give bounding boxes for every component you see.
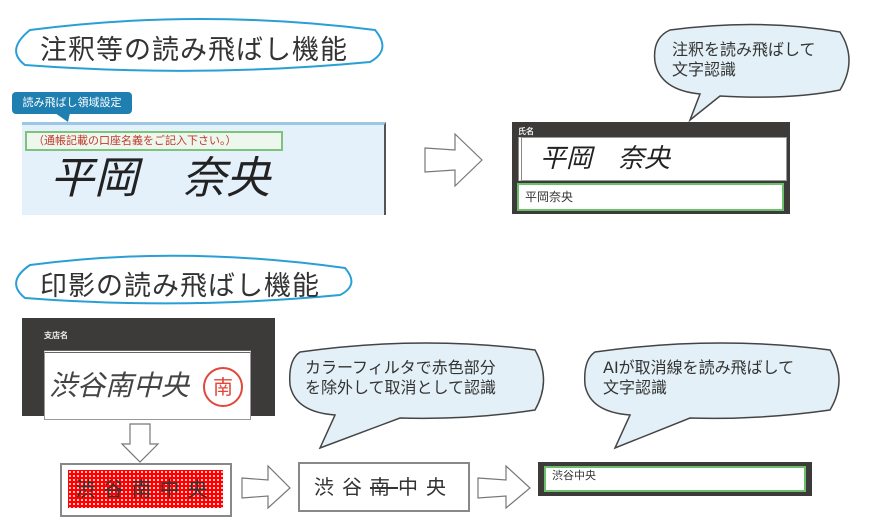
form-annotation-note: （通帳記載の口座名義をご記入下さい。） [25, 131, 283, 151]
callout-text-filter: カラーフィルタで赤色部分 を除外して取消として認識 [305, 358, 496, 398]
callout-line: 注釈を読み飛ばして [672, 40, 816, 59]
callout-bubble-1 [653, 23, 850, 123]
recognized-branch-field[interactable]: 渋谷中央 [544, 466, 806, 492]
cancel-result-box: 渋谷南中央 [298, 462, 470, 512]
handwritten-name: 平岡 奈央 [50, 153, 270, 204]
text-part: 中央 [398, 475, 454, 499]
callout-line: カラーフィルタで赤色部分 [305, 358, 496, 377]
callout-text-ai: AIが取消線を読み飛ばして 文字認識 [603, 358, 794, 398]
title-ellipse-1 [15, 18, 384, 72]
recognized-name-field[interactable]: 平岡奈央 [517, 183, 784, 211]
skip-area-setting-tag[interactable]: 読み飛ばし領域設定 [12, 92, 132, 114]
callout-bubble-2 [288, 342, 545, 450]
callout-text-1: 注釈を読み飛ばして 文字認識 [672, 40, 816, 80]
handwritten-name: 平岡 奈央 [540, 144, 671, 174]
right-arrow-icon [477, 464, 531, 510]
result-panel-name: 氏名 平岡 奈央 平岡奈央 [512, 122, 790, 214]
callout-bubble-3 [583, 342, 840, 450]
red-seal-stamp: 南 [203, 367, 243, 407]
callout-line: 文字認識 [603, 378, 668, 397]
form-image-name: （通帳記載の口座名義をご記入下さい。） 平岡 奈央 [22, 122, 386, 215]
callout-line: を除外して取消として認識 [305, 378, 497, 397]
source-panel-branch: 支店名 渋谷南中央 南 [22, 318, 275, 420]
cancel-text: 渋谷南中央 [300, 464, 468, 510]
callout-line: AIが取消線を読み飛ばして [603, 358, 795, 377]
callout-line: 文字認識 [672, 60, 737, 79]
right-arrow-icon [424, 132, 483, 188]
handwriting-image: 平岡 奈央 [518, 137, 787, 181]
right-arrow-icon [241, 464, 291, 510]
title-ellipse-2 [15, 254, 353, 305]
result-panel-branch: 渋谷中央 [538, 462, 812, 496]
tag-pointer [55, 113, 70, 122]
field-label: 氏名 [518, 127, 534, 136]
filtered-text: 渋谷南中央 [75, 477, 216, 501]
text-part: 渋谷 [314, 475, 370, 499]
down-arrow-icon [120, 423, 160, 463]
section-title-seal-skip: 印影の読み飛ばし機能 [40, 271, 320, 302]
red-filtered-area: 渋谷南中央 [68, 470, 223, 508]
struck-char: 南 [370, 475, 398, 499]
field-label: 支店名 [44, 331, 68, 340]
handwritten-branch: 渋谷南中央 [49, 369, 190, 402]
handwriting-image: 渋谷南中央 南 [44, 350, 251, 420]
section-title-annotation-skip: 注釈等の読み飛ばし機能 [40, 35, 348, 66]
